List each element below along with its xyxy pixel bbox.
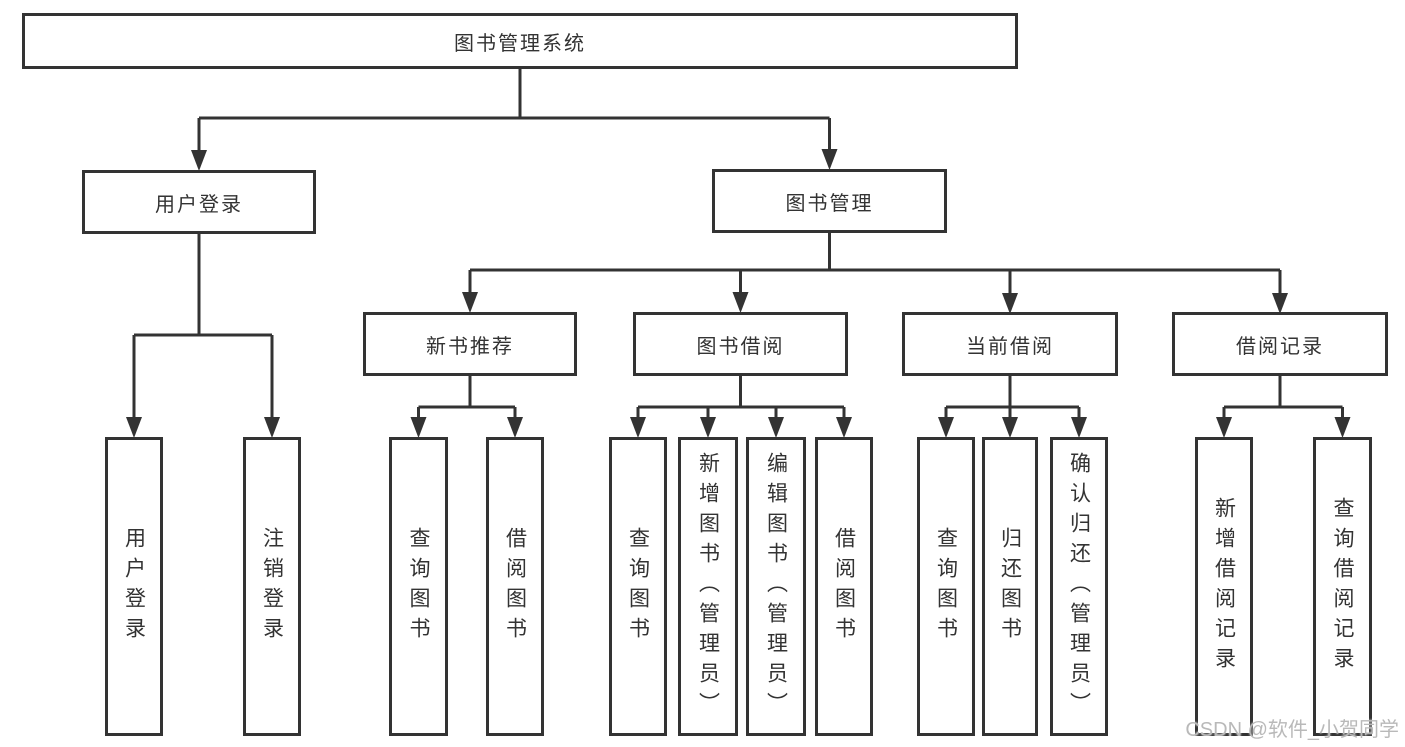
- node-library-management-system: 图书管理系统: [22, 13, 1018, 69]
- node-book-management: 图书管理: [712, 169, 947, 233]
- node-current-borrowing-label: 当前借阅: [966, 335, 1054, 358]
- node-new-book-recommend: 新书推荐: [363, 312, 577, 376]
- leaf-logout: 注销登录: [243, 437, 301, 736]
- leaf-cb-confirm-return-admin-label: 确认归还（管理员）: [1067, 451, 1091, 722]
- node-library-management-system-label: 图书管理系统: [454, 32, 586, 55]
- leaf-bb-query-books: 查询图书: [609, 437, 667, 736]
- leaf-user-login-label: 用户登录: [122, 526, 146, 647]
- leaf-nbr-borrow-books-label: 借阅图书: [503, 526, 527, 647]
- leaf-br-query-record-label: 查询借阅记录: [1331, 496, 1354, 677]
- leaf-user-login: 用户登录: [105, 437, 163, 736]
- leaf-bb-borrow-books: 借阅图书: [815, 437, 873, 736]
- leaf-bb-borrow-books-label: 借阅图书: [832, 526, 856, 647]
- node-user-login-label: 用户登录: [155, 193, 243, 216]
- leaf-nbr-query-books: 查询图书: [389, 437, 448, 736]
- leaf-cb-query-books-label: 查询图书: [934, 526, 958, 647]
- node-book-management-label: 图书管理: [785, 192, 874, 215]
- node-book-borrowing-label: 图书借阅: [696, 335, 785, 358]
- leaf-logout-label: 注销登录: [260, 526, 284, 647]
- leaf-nbr-query-books-label: 查询图书: [407, 526, 430, 647]
- leaf-bb-query-books-label: 查询图书: [626, 526, 650, 647]
- leaf-br-query-record: 查询借阅记录: [1313, 437, 1372, 736]
- node-user-login: 用户登录: [82, 170, 316, 234]
- leaf-nbr-borrow-books: 借阅图书: [486, 437, 544, 736]
- leaf-br-add-record: 新增借阅记录: [1195, 437, 1253, 736]
- node-new-book-recommend-label: 新书推荐: [426, 335, 514, 358]
- leaf-cb-return-books: 归还图书: [982, 437, 1038, 736]
- leaf-br-add-record-label: 新增借阅记录: [1212, 496, 1236, 677]
- leaf-cb-return-books-label: 归还图书: [998, 526, 1022, 647]
- leaf-cb-query-books: 查询图书: [917, 437, 975, 736]
- node-borrowing-records-label: 借阅记录: [1236, 335, 1324, 358]
- leaf-cb-confirm-return-admin: 确认归还（管理员）: [1050, 437, 1108, 736]
- node-current-borrowing: 当前借阅: [902, 312, 1118, 376]
- node-book-borrowing: 图书借阅: [633, 312, 848, 376]
- leaf-bb-edit-books-admin-label: 编辑图书（管理员）: [764, 451, 788, 722]
- node-borrowing-records: 借阅记录: [1172, 312, 1388, 376]
- leaf-bb-add-books-admin: 新增图书（管理员）: [678, 437, 738, 736]
- csdn-watermark: CSDN @软件_小贺同学: [1185, 719, 1399, 741]
- leaf-bb-edit-books-admin: 编辑图书（管理员）: [746, 437, 806, 736]
- leaf-bb-add-books-admin-label: 新增图书（管理员）: [696, 451, 720, 722]
